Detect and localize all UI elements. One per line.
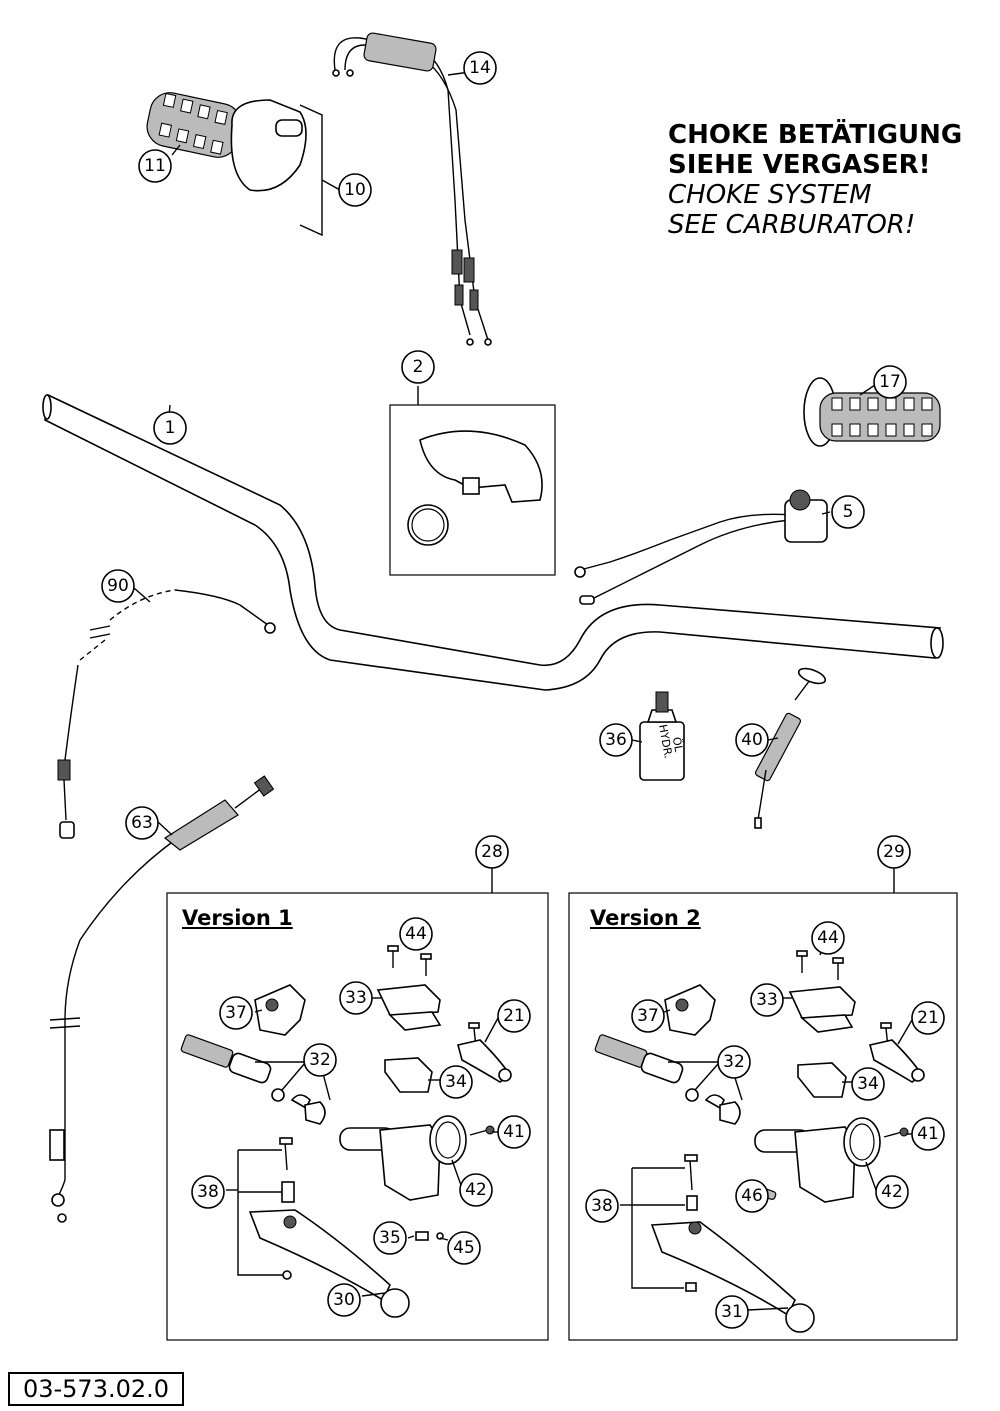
svg-text:37: 37 bbox=[637, 1006, 659, 1026]
svg-text:42: 42 bbox=[465, 1180, 487, 1200]
svg-text:32: 32 bbox=[723, 1052, 745, 1072]
callout-v1-21: 21 bbox=[497, 999, 531, 1033]
callout-28: 28 bbox=[475, 835, 509, 869]
note-en-line2: SEE CARBURATOR! bbox=[668, 210, 916, 240]
svg-text:33: 33 bbox=[345, 988, 367, 1008]
svg-text:2: 2 bbox=[413, 357, 424, 377]
callout-v2-38: 38 bbox=[585, 1189, 619, 1223]
bleeding-syringe bbox=[754, 667, 827, 829]
callout-v2-46: 46 bbox=[735, 1179, 769, 1213]
callout-v1-38: 38 bbox=[191, 1175, 225, 1209]
callout-v2-37: 37 bbox=[631, 999, 665, 1033]
svg-text:63: 63 bbox=[131, 813, 153, 833]
callout-63: 63 bbox=[125, 806, 159, 840]
version-2-box bbox=[568, 868, 958, 1341]
callout-v1-41: 41 bbox=[497, 1115, 531, 1149]
callout-v2-32: 32 bbox=[717, 1045, 751, 1079]
callout-17: 17 bbox=[873, 365, 907, 399]
callout-11: 11 bbox=[138, 149, 172, 183]
svg-text:34: 34 bbox=[445, 1072, 467, 1092]
note-de-line1: CHOKE BETÄTIGUNG bbox=[668, 120, 963, 150]
callout-36: 36 bbox=[599, 723, 633, 757]
callout-v1-44: 44 bbox=[399, 917, 433, 951]
oil-label-line1: HYDR. bbox=[656, 723, 675, 759]
svg-text:42: 42 bbox=[881, 1182, 903, 1202]
svg-text:41: 41 bbox=[917, 1124, 939, 1144]
svg-text:32: 32 bbox=[309, 1050, 331, 1070]
svg-text:1: 1 bbox=[165, 418, 176, 438]
svg-text:44: 44 bbox=[817, 928, 839, 948]
callout-v1-33: 33 bbox=[339, 981, 373, 1015]
callout-v2-33: 33 bbox=[750, 983, 784, 1017]
callout-v1-35: 35 bbox=[373, 1221, 407, 1255]
hydraulic-clutch-line bbox=[49, 775, 275, 1223]
svg-text:17: 17 bbox=[879, 372, 901, 392]
svg-text:29: 29 bbox=[883, 842, 905, 862]
version-2-parts bbox=[594, 950, 925, 1333]
svg-text:46: 46 bbox=[741, 1186, 763, 1206]
svg-text:44: 44 bbox=[405, 924, 427, 944]
svg-text:90: 90 bbox=[107, 576, 129, 596]
svg-text:30: 30 bbox=[333, 1290, 355, 1310]
svg-text:37: 37 bbox=[225, 1003, 247, 1023]
hydraulic-oil-bottle: HYDR. ÖL bbox=[639, 691, 686, 781]
callout-v1-34: 34 bbox=[439, 1065, 473, 1099]
throttle-cables bbox=[332, 32, 492, 346]
svg-text:35: 35 bbox=[379, 1228, 401, 1248]
callout-5: 5 bbox=[831, 495, 865, 529]
callout-v1-32: 32 bbox=[303, 1043, 337, 1077]
callout-v1-30: 30 bbox=[327, 1283, 361, 1317]
callout-2: 2 bbox=[401, 350, 435, 384]
callout-1: 1 bbox=[153, 411, 187, 445]
note-de-line2: SIEHE VERGASER! bbox=[668, 150, 931, 180]
svg-text:28: 28 bbox=[481, 842, 503, 862]
callout-v1-37: 37 bbox=[219, 996, 253, 1030]
version-2-label: Version 2 bbox=[590, 906, 701, 930]
callout-v2-44: 44 bbox=[811, 921, 845, 955]
svg-text:5: 5 bbox=[843, 502, 854, 522]
note-en-line1: CHOKE SYSTEM bbox=[668, 180, 872, 210]
svg-text:21: 21 bbox=[917, 1008, 939, 1028]
svg-text:45: 45 bbox=[453, 1238, 475, 1258]
kill-switch bbox=[574, 489, 828, 605]
callout-v2-21: 21 bbox=[911, 1001, 945, 1035]
svg-text:11: 11 bbox=[144, 156, 166, 176]
svg-text:14: 14 bbox=[469, 58, 491, 78]
version-1-label: Version 1 bbox=[182, 906, 293, 930]
svg-text:10: 10 bbox=[344, 180, 366, 200]
callout-v2-41: 41 bbox=[911, 1117, 945, 1151]
callout-14: 14 bbox=[463, 51, 497, 85]
svg-text:21: 21 bbox=[503, 1006, 525, 1026]
svg-text:38: 38 bbox=[197, 1182, 219, 1202]
callout-v1-45: 45 bbox=[447, 1231, 481, 1265]
oil-label-line2: ÖL bbox=[670, 736, 686, 754]
svg-text:33: 33 bbox=[756, 990, 778, 1010]
version-1-box bbox=[166, 868, 549, 1341]
left-grip bbox=[803, 377, 941, 447]
callout-90: 90 bbox=[101, 569, 135, 603]
handlebar-pad-box bbox=[389, 386, 556, 576]
choke-note: CHOKE BETÄTIGUNG SIEHE VERGASER! CHOKE S… bbox=[668, 120, 988, 240]
callout-v2-42: 42 bbox=[875, 1175, 909, 1209]
clutch-cable bbox=[57, 589, 276, 839]
svg-text:40: 40 bbox=[741, 730, 763, 750]
svg-text:31: 31 bbox=[721, 1302, 743, 1322]
callout-10: 10 bbox=[338, 173, 372, 207]
callout-v1-42: 42 bbox=[459, 1173, 493, 1207]
callout-29: 29 bbox=[877, 835, 911, 869]
handlebar bbox=[42, 393, 944, 691]
svg-text:38: 38 bbox=[591, 1196, 613, 1216]
reference-code: 03-573.02.0 bbox=[8, 1372, 184, 1406]
svg-text:34: 34 bbox=[857, 1074, 879, 1094]
svg-text:36: 36 bbox=[605, 730, 627, 750]
throttle-grip-assembly bbox=[146, 92, 323, 237]
callout-v2-34: 34 bbox=[851, 1067, 885, 1101]
svg-text:41: 41 bbox=[503, 1122, 525, 1142]
callout-40: 40 bbox=[735, 723, 769, 757]
version-1-parts bbox=[180, 945, 512, 1318]
callout-v2-31: 31 bbox=[715, 1295, 749, 1329]
